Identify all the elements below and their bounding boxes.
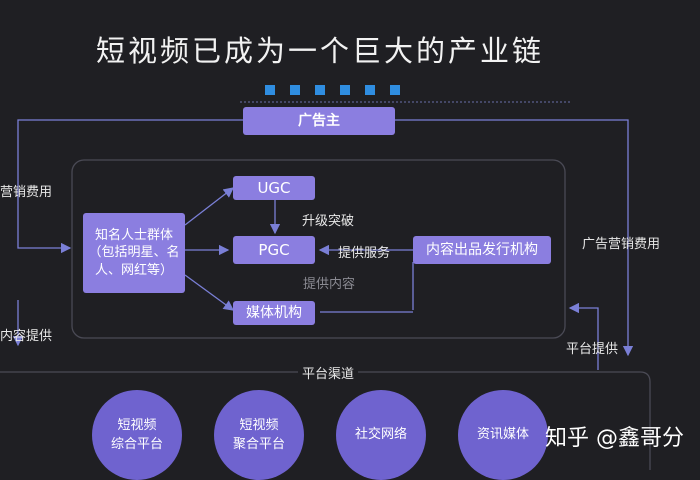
page-title: 短视频已成为一个巨大的产业链 xyxy=(95,34,544,68)
content-org-box: 内容出品发行机构 xyxy=(413,236,551,264)
celebrity-group-box: 知名人士群体 （包括明星、名 人、网红等） xyxy=(83,213,185,293)
content-provide-left-label: 内容提供 xyxy=(0,329,53,344)
pgc-box: PGC xyxy=(233,236,315,264)
celebrity-line-2: （包括明星、名 xyxy=(88,245,180,261)
platform-provide-label: 平台提供 xyxy=(566,342,619,357)
platform-circle-news-media: 资讯媒体 xyxy=(458,390,548,480)
media-org-box: 媒体机构 xyxy=(233,301,315,325)
zhihu-watermark: 知乎 @鑫哥分 xyxy=(545,426,684,451)
celebrity-line-1: 知名人士群体 xyxy=(94,227,173,243)
provide-service-label: 提供服务 xyxy=(338,246,391,261)
accent-dot xyxy=(315,85,325,95)
upgrade-label: 升级突破 xyxy=(302,214,355,229)
accent-dot xyxy=(340,85,350,95)
platform-circle-social-network: 社交网络 xyxy=(336,390,426,480)
platform-circle-short-video-general: 短视频 综合平台 xyxy=(92,390,182,480)
ad-fee-left-label: 营销费用 xyxy=(0,185,53,200)
advertiser-box: 广告主 xyxy=(243,107,395,135)
accent-dot xyxy=(365,85,375,95)
ugc-box: UGC xyxy=(233,176,315,200)
provide-content-inner-label: 提供内容 xyxy=(303,277,356,292)
accent-dot xyxy=(390,85,400,95)
platform-circle-short-video-aggregate: 短视频 聚合平台 xyxy=(214,390,304,480)
celebrity-line-3: 人、网红等） xyxy=(94,262,173,278)
ad-fee-right-label: 广告营销费用 xyxy=(582,237,661,252)
connector-lines xyxy=(0,101,651,470)
accent-dot xyxy=(265,85,275,95)
accent-dot xyxy=(290,85,300,95)
platform-channel-label: 平台渠道 xyxy=(298,363,359,382)
